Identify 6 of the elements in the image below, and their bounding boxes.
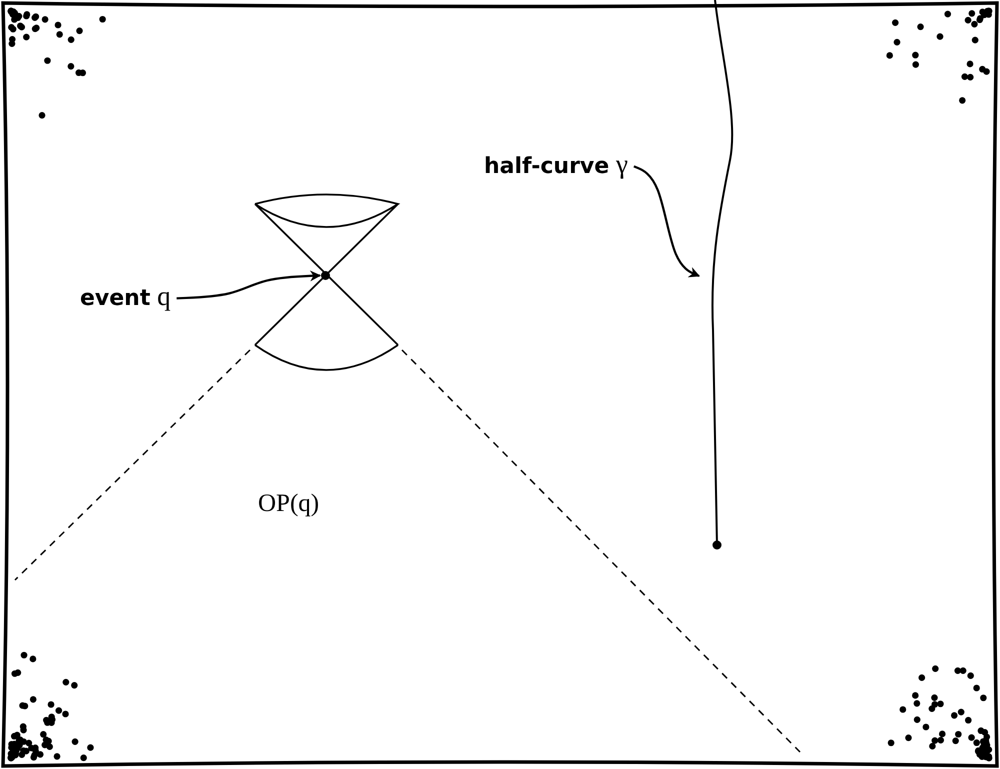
region-label: OP(q) [258, 490, 320, 518]
callout-text: event q [80, 282, 171, 312]
event-dot [321, 271, 330, 280]
leader-arrow [176, 270, 322, 300]
leader-arrow [633, 165, 700, 278]
callout-text: half-curve γ [484, 150, 628, 180]
